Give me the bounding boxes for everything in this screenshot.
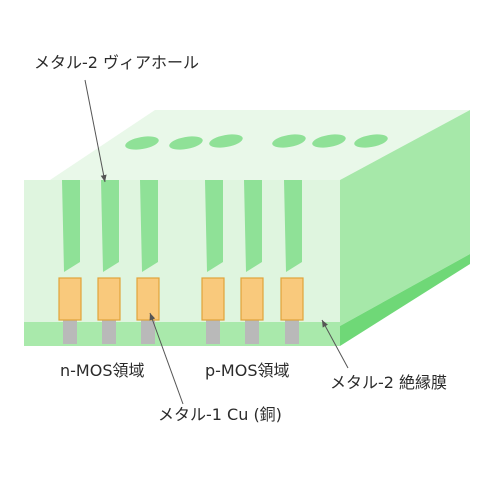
via-opening <box>209 134 243 148</box>
via-opening <box>169 136 203 150</box>
via-channel <box>62 180 80 272</box>
metal1-pad <box>201 277 225 321</box>
contact-stem <box>102 320 116 344</box>
via-hole-leader <box>84 79 107 183</box>
metal1-pad <box>97 277 121 321</box>
via-channels <box>62 180 302 272</box>
via-hole-label: メタル-2 ヴィアホール <box>34 53 199 72</box>
n-mos-label: n-MOS領域 <box>60 361 144 380</box>
via-channel <box>205 180 223 272</box>
insulator-leader <box>321 319 349 369</box>
contact-stem <box>285 320 299 344</box>
via-opening <box>272 134 306 148</box>
contact-stem <box>63 320 77 344</box>
via-channel <box>101 180 119 272</box>
via-openings <box>125 134 388 150</box>
via-opening <box>354 134 388 148</box>
metal1-pad <box>240 277 264 321</box>
p-mos-label: p-MOS領域 <box>205 361 290 380</box>
insulator-label: メタル-2 絶縁膜 <box>330 373 447 392</box>
metal1-pads <box>58 277 304 321</box>
metal1-leader <box>149 312 184 405</box>
via-channel <box>284 180 302 272</box>
metal1-pad <box>280 277 304 321</box>
metal1-pad <box>136 277 160 321</box>
contact-stems <box>63 320 299 344</box>
via-opening <box>125 136 159 150</box>
via-opening <box>312 134 346 148</box>
block-top-face <box>50 110 470 180</box>
via-channel <box>244 180 262 272</box>
bottom-layer-side <box>340 254 470 346</box>
contact-stem <box>206 320 220 344</box>
metal1-pad <box>58 277 82 321</box>
contact-stem <box>141 320 155 344</box>
metal1-label: メタル-1 Cu (銅) <box>158 405 282 424</box>
contact-stem <box>245 320 259 344</box>
via-channel <box>140 180 158 272</box>
